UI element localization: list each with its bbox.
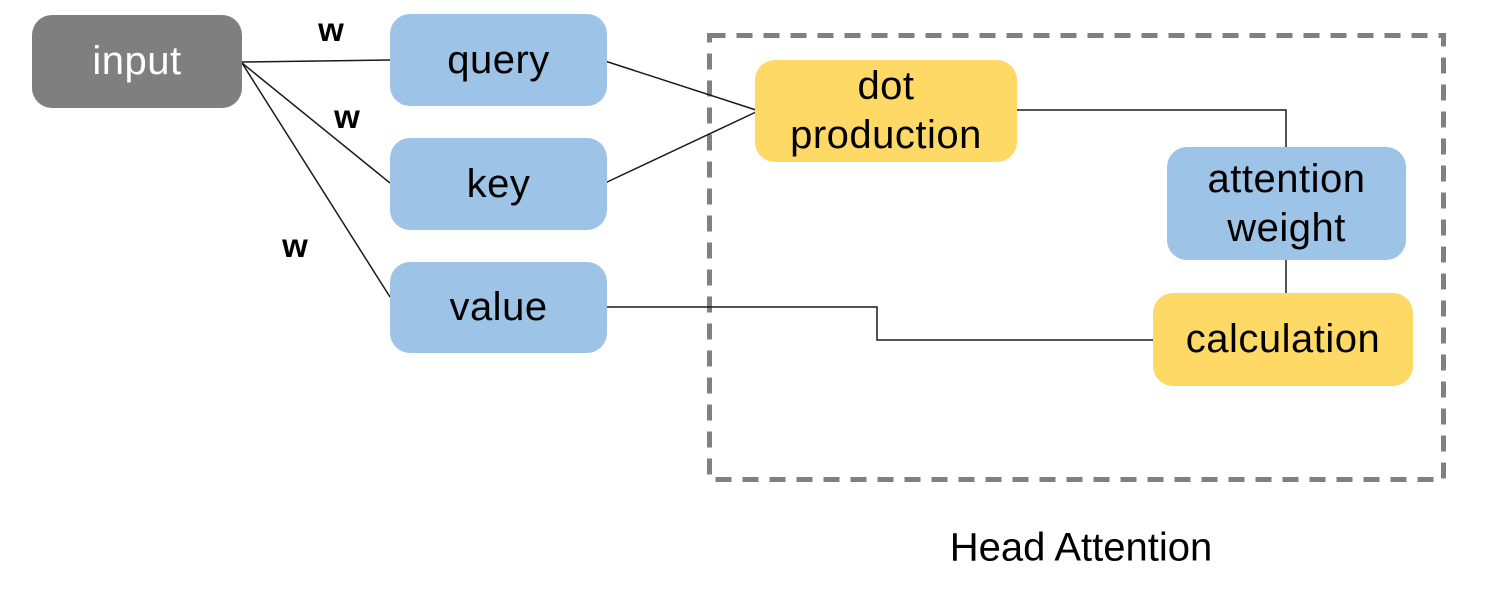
weight-label-key: w (334, 98, 360, 135)
edge-value-calculation (607, 306, 1153, 341)
node-input-label: input (92, 39, 182, 84)
node-query-label: query (447, 37, 550, 82)
node-key: key (390, 138, 607, 230)
node-input: input (32, 15, 242, 108)
node-value-label: value (449, 285, 548, 330)
edge-input-key (241, 62, 391, 184)
weight-label-value: w (282, 227, 308, 264)
node-query: query (390, 14, 607, 106)
edge-dot-production-attention-weight (1017, 109, 1287, 147)
head-attention-group-border (707, 33, 1446, 482)
node-dot-production-label: dot production (790, 64, 982, 157)
edge-key-dot-production (604, 111, 757, 184)
node-attention-weight: attention weight (1167, 147, 1406, 260)
edge-query-dot-production (604, 60, 757, 111)
node-key-label: key (466, 161, 531, 206)
weight-label-query: w (318, 11, 344, 48)
node-dot-production: dot production (755, 60, 1017, 162)
node-calculation-label: calculation (1185, 317, 1381, 362)
edge-input-query (241, 59, 391, 63)
head-attention-caption: Head Attention (949, 525, 1213, 570)
node-value: value (390, 262, 607, 353)
node-attention-weight-label: attention weight (1207, 156, 1366, 250)
edge-input-value (241, 62, 391, 298)
node-calculation: calculation (1153, 293, 1413, 386)
